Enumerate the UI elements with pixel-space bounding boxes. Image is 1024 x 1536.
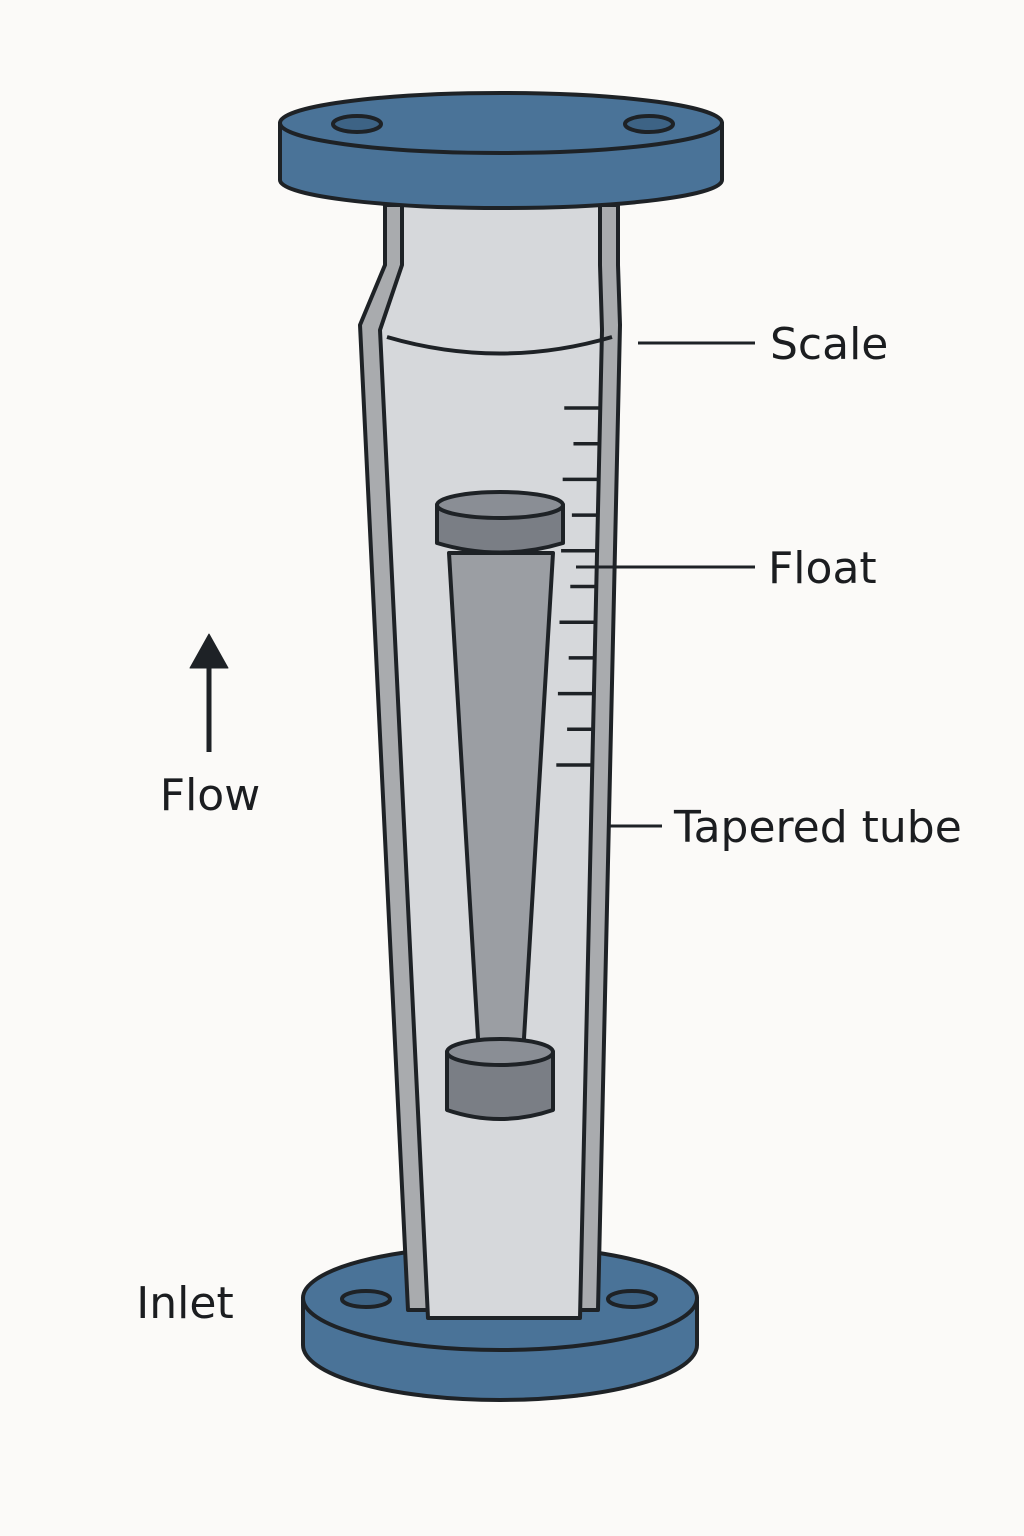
bolt-hole (606, 1289, 658, 1309)
bolt-hole (331, 114, 383, 134)
float (435, 490, 565, 1121)
scale (556, 406, 601, 767)
float-label: Float (768, 543, 877, 594)
scale-label: Scale (770, 319, 888, 370)
bolt-hole (340, 1289, 392, 1309)
inlet-label: Inlet (136, 1278, 233, 1329)
top-flange (278, 91, 724, 210)
flow-label: Flow (160, 770, 260, 821)
meniscus (386, 335, 613, 356)
bolt-hole (623, 114, 675, 134)
flow-arrow-icon (189, 633, 229, 752)
tapered-tube-label: Tapered tube (673, 802, 962, 853)
